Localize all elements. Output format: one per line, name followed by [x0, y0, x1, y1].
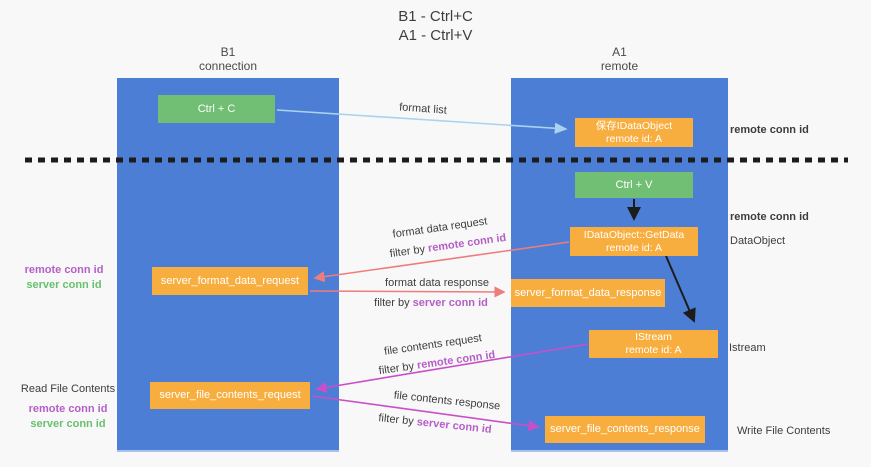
- annotation-istream: Istream: [729, 342, 766, 354]
- annotation-read-file-contents: Read File Contents remote conn id server…: [16, 382, 120, 432]
- node-server-file-contents-response: server_file_contents_response: [545, 416, 705, 443]
- lane-a1-subtitle: remote: [600, 58, 639, 73]
- edge-label-format-list: format list: [398, 101, 448, 117]
- node-save-idataobject: 保存IDataObject remote id: A: [575, 118, 693, 147]
- node-ctrl-v: Ctrl + V: [575, 172, 693, 198]
- filter-by-text: filter by: [377, 412, 418, 429]
- lane-header-a1: A1 remote: [511, 45, 728, 73]
- annotation-dataobject: DataObject: [730, 235, 786, 247]
- title-line-2: A1 - Ctrl+V: [398, 27, 473, 44]
- annotation-remote-conn-id-mid: remote conn id: [730, 211, 809, 223]
- node-ctrl-v-label: Ctrl + V: [615, 178, 653, 191]
- node-ctrl-c: Ctrl + C: [158, 95, 275, 123]
- node-server-format-data-response: server_format_data_response: [511, 279, 665, 307]
- node-server-file-contents-request: server_file_contents_request: [150, 382, 310, 409]
- annotation-server-conn-id: server conn id: [26, 279, 102, 291]
- node-idataobject-getdata: IDataObject::GetData remote id: A: [570, 227, 698, 256]
- format-data-response-arrow: [309, 286, 506, 298]
- annotation-left-conn-ids: remote conn id server conn id: [18, 263, 110, 293]
- filter-by-text: filter by: [378, 359, 418, 378]
- node-save-idataobject-subtitle: remote id: A: [605, 132, 663, 145]
- lane-b1-name: B1: [220, 45, 236, 59]
- lane-a1-name: A1: [612, 45, 627, 59]
- filter-key-remote-conn-id: remote conn id: [427, 231, 507, 255]
- diagram-title: B1 - Ctrl+C A1 - Ctrl+V: [0, 7, 871, 45]
- node-idataobject-getdata-title: IDataObject::GetData: [583, 228, 685, 241]
- edge-label-file-contents-response: file contents response: [393, 389, 501, 413]
- edge-label-format-data-response: format data response: [385, 277, 489, 289]
- annotation-server-conn-id: server conn id: [30, 418, 106, 430]
- node-ctrl-c-label: Ctrl + C: [197, 102, 236, 115]
- annotation-remote-conn-id: remote conn id: [24, 264, 104, 276]
- title-line-1: B1 - Ctrl+C: [398, 8, 473, 25]
- node-server-format-data-request: server_format_data_request: [152, 267, 308, 295]
- annotation-remote-conn-id: remote conn id: [28, 403, 108, 415]
- annotation-write-file-contents: Write File Contents: [737, 425, 831, 437]
- filter-key-remote-conn-id: remote conn id: [416, 348, 496, 372]
- annotation-remote-conn-id-top: remote conn id: [730, 124, 809, 136]
- node-idataobject-getdata-subtitle: remote id: A: [605, 241, 663, 254]
- read-file-contents-label: Read File Contents: [20, 383, 116, 395]
- node-istream-title: IStream: [635, 331, 672, 343]
- filter-key-server-conn-id: server conn id: [412, 297, 488, 309]
- lane-b1-subtitle: connection: [198, 58, 258, 73]
- node-save-idataobject-title: 保存IDataObject: [595, 119, 673, 132]
- edge-filter-file-contents-response: filter by server conn id: [378, 412, 492, 436]
- lane-header-b1: B1 connection: [117, 45, 339, 73]
- node-server-file-contents-response-label: server_file_contents_response: [550, 423, 700, 435]
- node-istream: IStream remote id: A: [589, 330, 718, 358]
- edge-filter-format-data-response: filter by server conn id: [374, 297, 488, 309]
- node-server-format-data-response-label: server_format_data_response: [514, 286, 662, 299]
- filter-by-text: filter by: [389, 242, 429, 261]
- filter-key-server-conn-id: server conn id: [416, 416, 493, 436]
- node-server-file-contents-request-label: server_file_contents_request: [159, 389, 301, 401]
- node-server-format-data-request-label: server_format_data_request: [160, 274, 300, 287]
- node-istream-subtitle: remote id: A: [625, 344, 682, 356]
- filter-by-text: filter by: [374, 297, 413, 309]
